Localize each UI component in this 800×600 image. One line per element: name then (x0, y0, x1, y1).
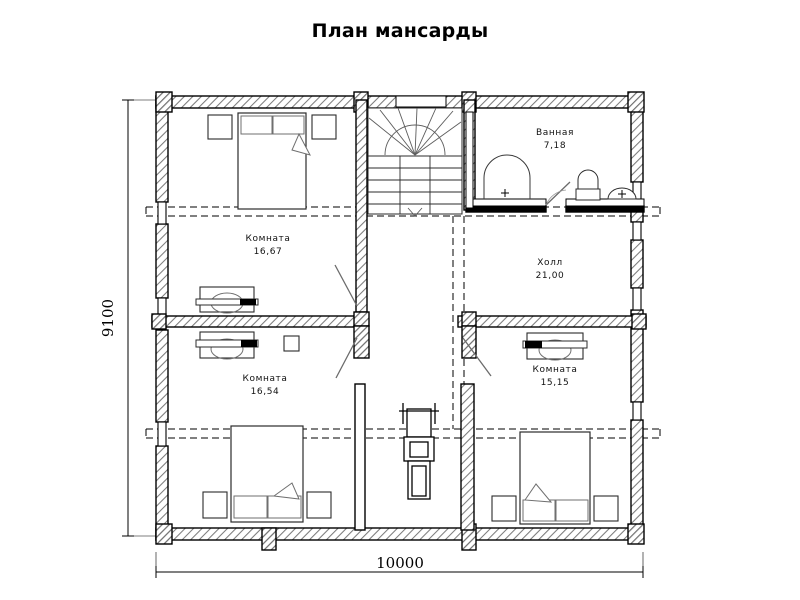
wall-exterior-left-b (155, 223, 169, 299)
post-middle-left (151, 313, 167, 330)
room-label-name-3: Комната (242, 374, 287, 384)
wall-lower-center-left (354, 383, 366, 531)
post-vert-upper-left-foot (353, 311, 370, 327)
post-bottom-right (627, 523, 645, 545)
door-left-room-lower (335, 337, 358, 379)
wall-lower-center-right (460, 383, 475, 531)
wall-interior-middle-left (151, 315, 367, 328)
room-label-area-3: 16,54 (251, 387, 280, 397)
bed-top-left (207, 112, 337, 210)
bed-bottom-left (202, 425, 332, 523)
room-label-area-0: 16,67 (254, 247, 283, 257)
door-left-room-upper (334, 264, 358, 307)
nightstand-left (207, 114, 233, 140)
wall-stub-below-mid-left (353, 325, 370, 359)
staircase-direction-arrow (407, 207, 423, 217)
post-middle-right (631, 313, 647, 330)
staircase (367, 95, 474, 217)
post-top-left (155, 91, 173, 113)
staircase-landing-opening (395, 95, 447, 108)
page-title: План мансарды (311, 20, 489, 42)
post-top-right (627, 91, 645, 113)
room-label-name-0: Комната (245, 234, 290, 244)
room-label-area-1: 7,18 (544, 141, 566, 151)
toilet (575, 169, 601, 201)
desk-upper-left (195, 286, 259, 314)
room-label-area-2: 21,00 (536, 271, 565, 281)
dimension-horizontal (155, 552, 644, 578)
staircase-straight-treads (368, 155, 462, 215)
bathroom-door (545, 181, 571, 206)
wall-exterior-bottom (155, 527, 644, 541)
dimension-width-label: 10000 (376, 554, 424, 572)
bathroom-partition-outline (465, 198, 645, 207)
washbasin (607, 187, 637, 200)
room-label-name-4: Комната (532, 365, 577, 375)
bed-bottom-right (491, 431, 619, 525)
post-bottom-mid (261, 527, 277, 551)
room-label-name-2: Холл (537, 258, 563, 268)
nightstand-right (311, 114, 337, 140)
fireplace-stove (399, 403, 439, 500)
wall-interior-vert-lower-right (461, 311, 477, 327)
staircase-outline (367, 107, 463, 215)
door-right-room (462, 337, 492, 377)
wall-exterior-right-c (630, 239, 644, 289)
dimension-height-label: 9100 (99, 299, 117, 337)
shower-cabin (483, 154, 531, 199)
post-bottom-left (155, 523, 173, 545)
staircase-arc (384, 124, 446, 156)
bathroom-fixtures (483, 154, 637, 206)
room-labels: Комната 16,67 Ванная 7,18 Холл 21,00 Ком… (242, 128, 577, 397)
interior-doors (334, 264, 492, 379)
staircase-rail (465, 111, 474, 209)
wall-exterior-right-e (630, 419, 644, 541)
stool-left-room (283, 335, 300, 352)
desk-lower-left (195, 331, 259, 360)
room-label-area-4: 15,15 (541, 378, 570, 388)
dimension-vertical (122, 99, 156, 537)
nightstand-left (491, 495, 517, 522)
nightstand-right (593, 495, 619, 522)
nightstand-left (202, 491, 228, 519)
desk-right (522, 332, 588, 361)
wall-interior-vert-upper-left (355, 99, 368, 313)
wall-exterior-left-c (155, 329, 169, 423)
room-label-name-1: Ванная (536, 128, 574, 138)
nightstand-right (306, 491, 332, 519)
staircase-winder-treads (368, 107, 462, 156)
wall-interior-middle-right (457, 315, 647, 328)
